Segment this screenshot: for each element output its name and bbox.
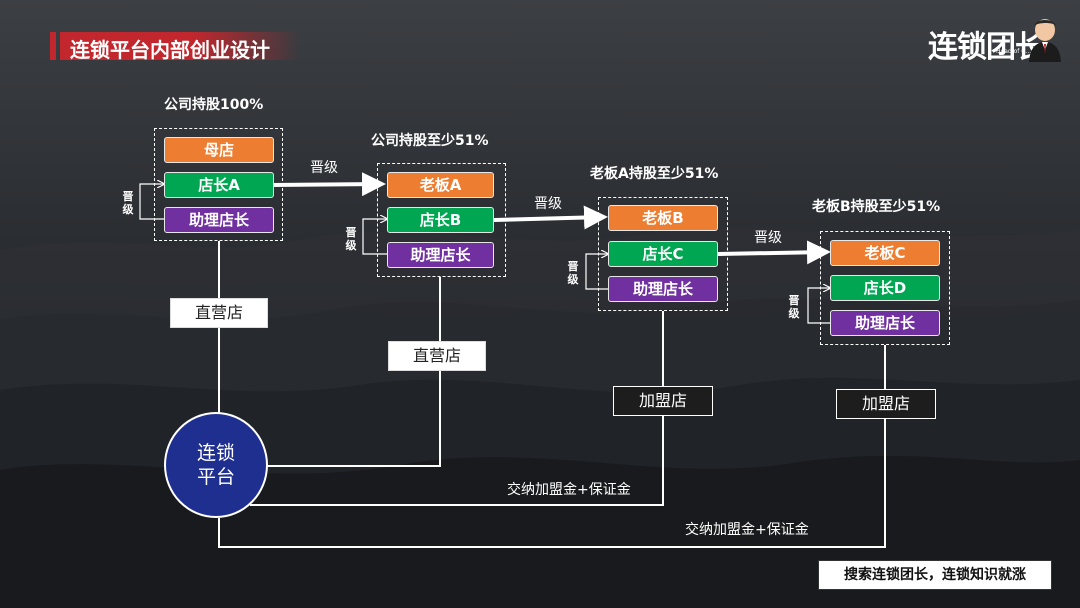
- platform-label: 连锁平台: [196, 442, 235, 488]
- avatar: [1029, 19, 1061, 62]
- group-3-promo-label: 晋级: [567, 260, 579, 286]
- group-4-container: [820, 231, 950, 345]
- promotion-label-2: 晋级: [534, 196, 562, 212]
- link-group3-platform: [250, 311, 664, 506]
- link-group4-platform: [218, 345, 886, 548]
- group-1-heading: 公司持股100%: [164, 97, 264, 113]
- inner-promo-bracket-4: [807, 288, 830, 324]
- brand-logo: 连锁团长: [928, 30, 1045, 65]
- group-1-assistant: 助理店长: [164, 207, 274, 233]
- group-2-assistant: 助理店长: [387, 242, 494, 268]
- group-2-manager: 店长B: [387, 207, 494, 233]
- promotion-arrow-3: [717, 240, 831, 265]
- group-2-container: [377, 163, 506, 277]
- group-2-store-type: 直营店: [388, 341, 486, 371]
- group-3-owner: 老板B: [608, 205, 718, 231]
- brand-subtitle: Head of C...: [996, 48, 1032, 55]
- group-4-store-type: 加盟店: [836, 389, 936, 419]
- group-1-promo-label: 晋级: [122, 190, 134, 216]
- group-2-promo-label: 晋级: [345, 226, 357, 252]
- group-3-container: [598, 197, 728, 311]
- group-3-manager: 店长C: [608, 241, 718, 267]
- group-3-heading: 老板A持股至少51%: [590, 166, 719, 182]
- group-2-heading: 公司持股至少51%: [371, 133, 489, 149]
- group-4-owner: 老板C: [830, 240, 940, 266]
- inner-promo-bracket-2: [362, 219, 387, 255]
- group-4-promo-label: 晋级: [788, 294, 800, 320]
- group-1-container: [154, 128, 283, 241]
- fee-label-2: 交纳加盟金+保证金: [685, 522, 809, 538]
- group-1-store-type: 直营店: [170, 298, 268, 328]
- group-1-manager: 店长A: [164, 172, 274, 198]
- group-2-owner: 老板A: [387, 172, 494, 198]
- page-title: 连锁平台内部创业设计: [70, 38, 270, 62]
- slogan-box: 搜索连锁团长，连锁知识就涨: [818, 560, 1052, 590]
- group-4-heading: 老板B持股至少51%: [812, 199, 941, 215]
- group-3-store-type: 加盟店: [613, 386, 713, 416]
- inner-promo-bracket-1: [139, 184, 164, 220]
- promotion-label-1: 晋级: [310, 160, 338, 176]
- group-1-top-role: 母店: [164, 137, 274, 163]
- promotion-arrow-2: [493, 205, 608, 230]
- title-ribbon: [60, 32, 300, 60]
- promotion-arrow-1: [270, 172, 386, 197]
- group-4-assistant: 助理店长: [830, 310, 940, 336]
- chain-platform-node: 连锁平台: [164, 412, 268, 518]
- title-accent: [50, 32, 56, 60]
- link-group2-platform: [266, 277, 441, 467]
- promotion-label-3: 晋级: [754, 230, 782, 246]
- group-3-assistant: 助理店长: [608, 276, 718, 302]
- inner-promo-bracket-3: [585, 254, 608, 290]
- group-4-manager: 店长D: [830, 275, 940, 301]
- fee-label-1: 交纳加盟金+保证金: [507, 482, 631, 498]
